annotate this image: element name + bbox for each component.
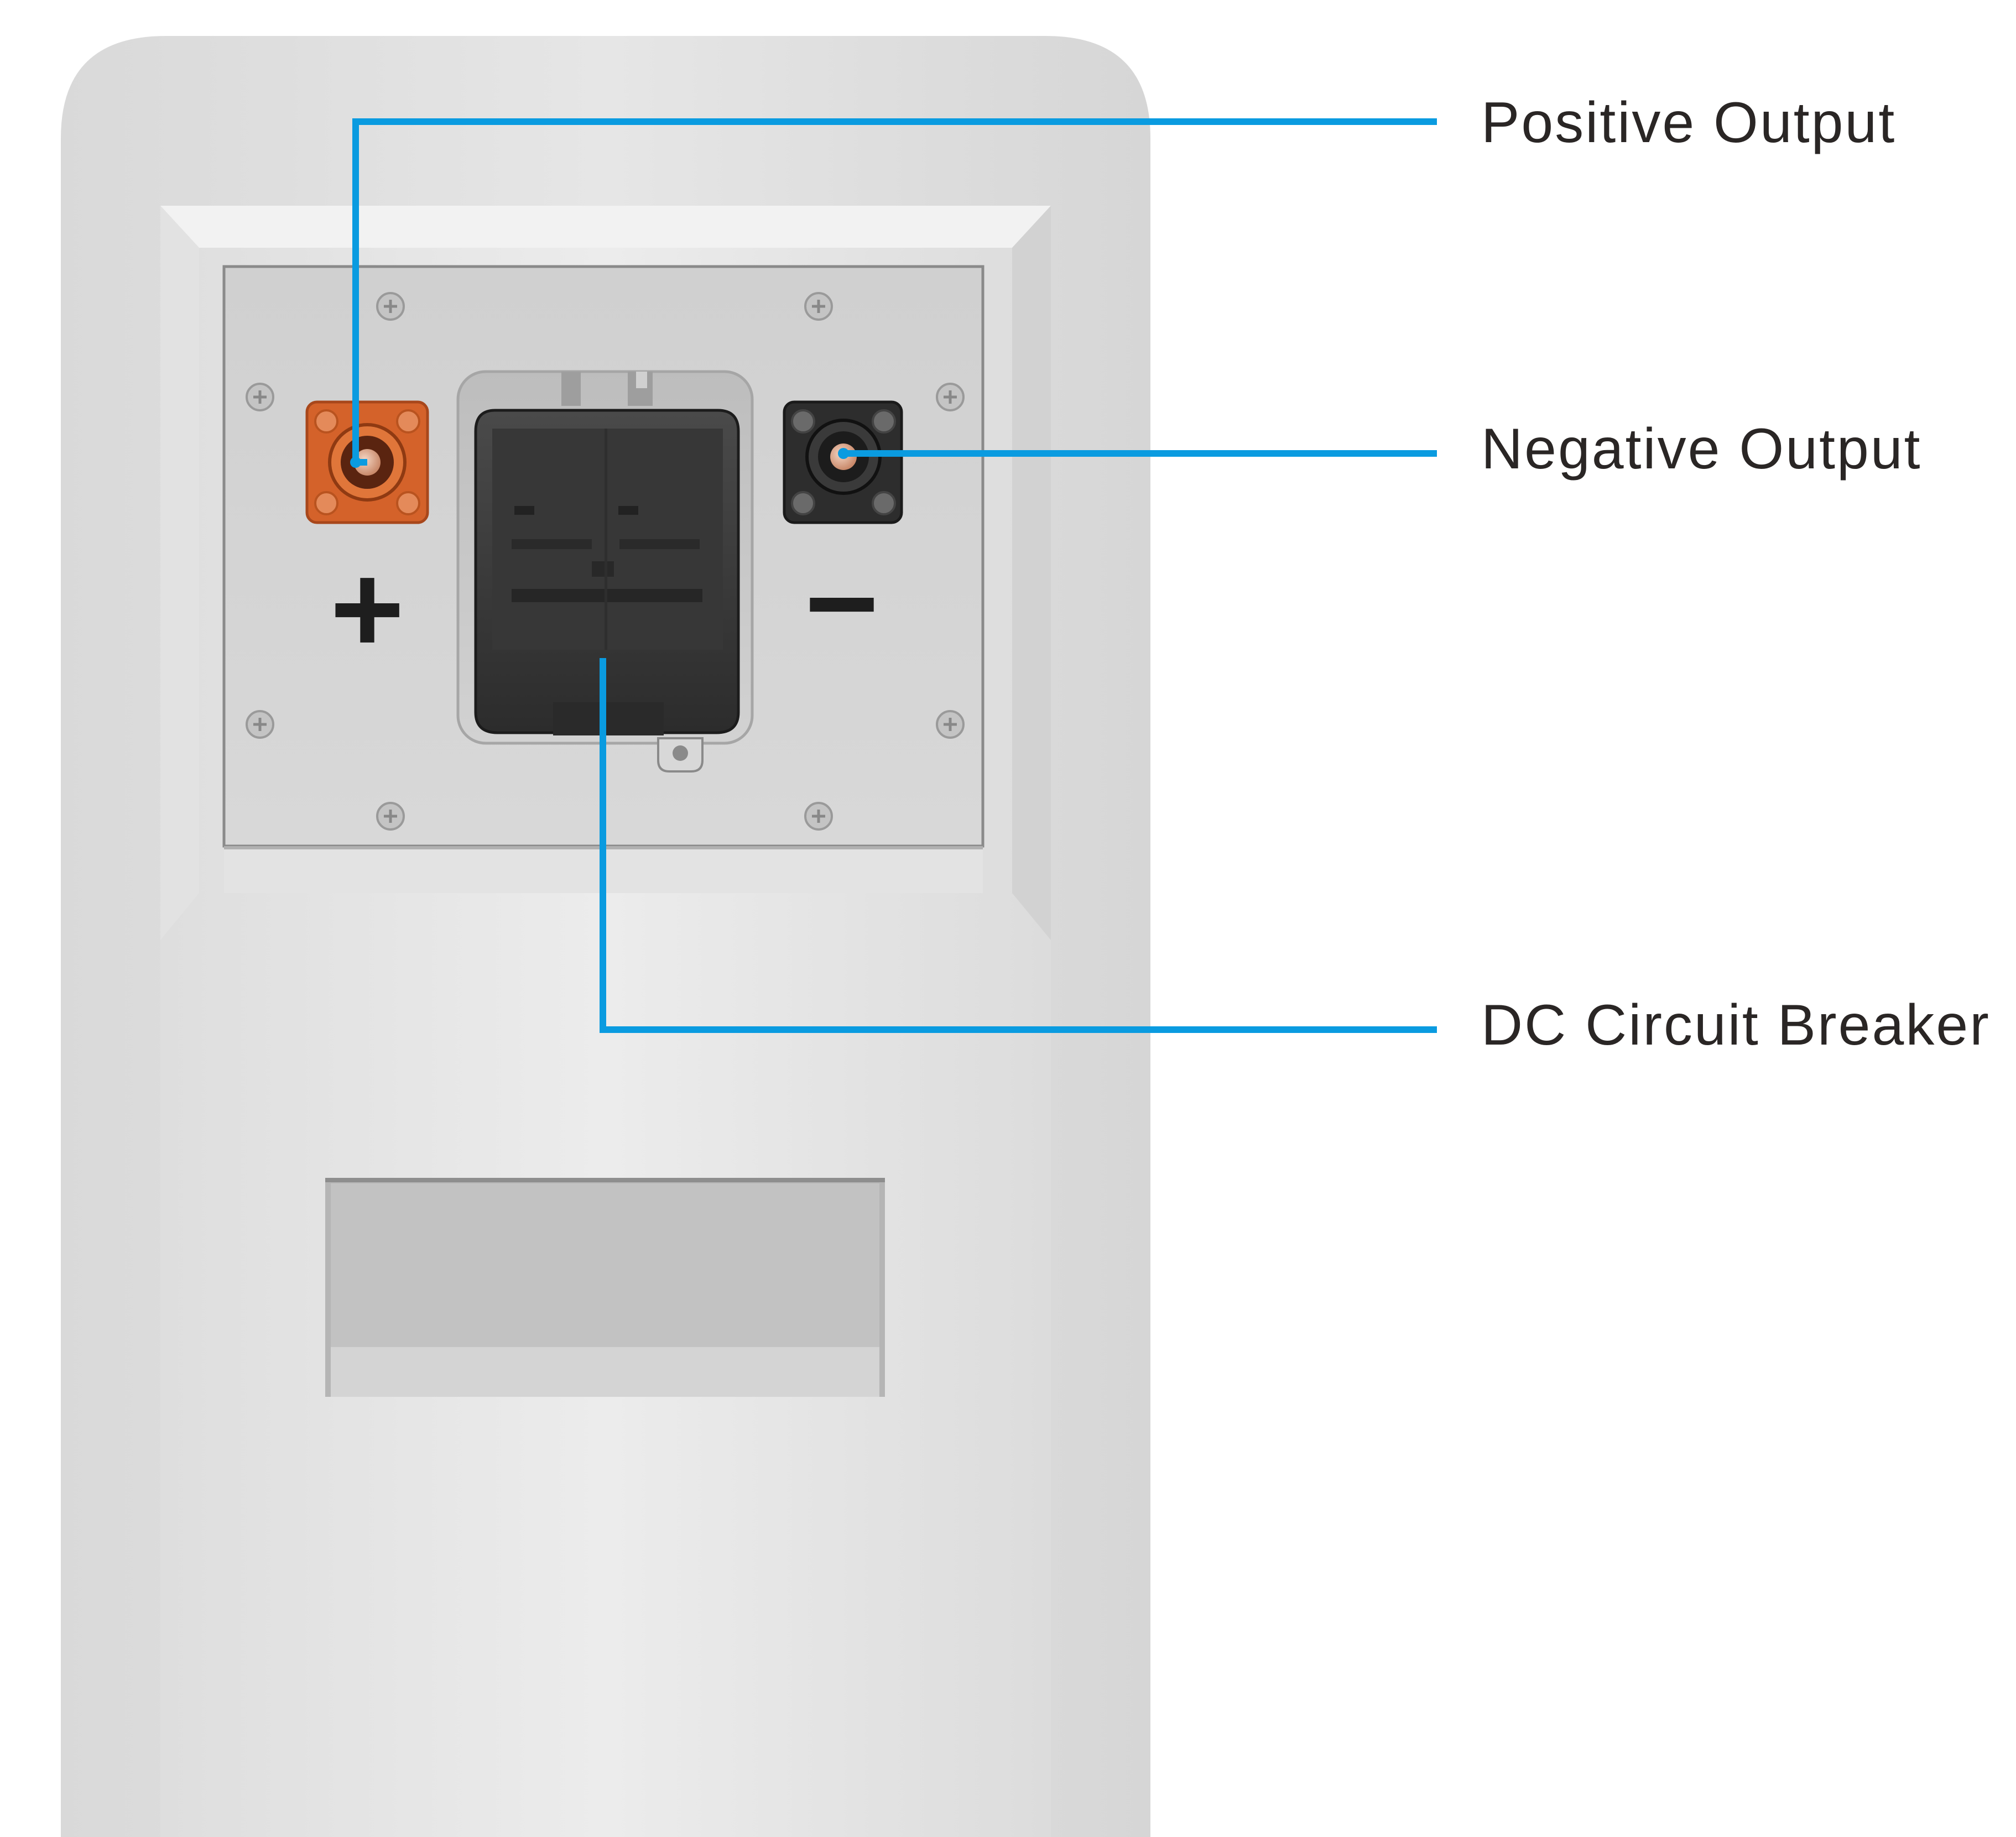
callout-dot-negative (838, 448, 849, 459)
plus-symbol: + (330, 537, 404, 680)
callout-lines (352, 118, 1437, 1033)
handle-slot (325, 1178, 885, 1397)
callout-line-positive (352, 118, 1437, 466)
panel-bevel (160, 206, 1051, 248)
callout-line-breaker (600, 658, 1437, 1033)
callout-label-dc-circuit-breaker: DC Circuit Breaker (1481, 993, 1991, 1057)
callout-label-positive-output: Positive Output (1481, 91, 1897, 155)
minus-symbol: − (805, 532, 879, 674)
callout-label-negative-output: Negative Output (1481, 417, 1922, 481)
negative-terminal (783, 400, 903, 524)
callout-dot-positive (350, 457, 361, 468)
dc-circuit-breaker (456, 370, 754, 773)
